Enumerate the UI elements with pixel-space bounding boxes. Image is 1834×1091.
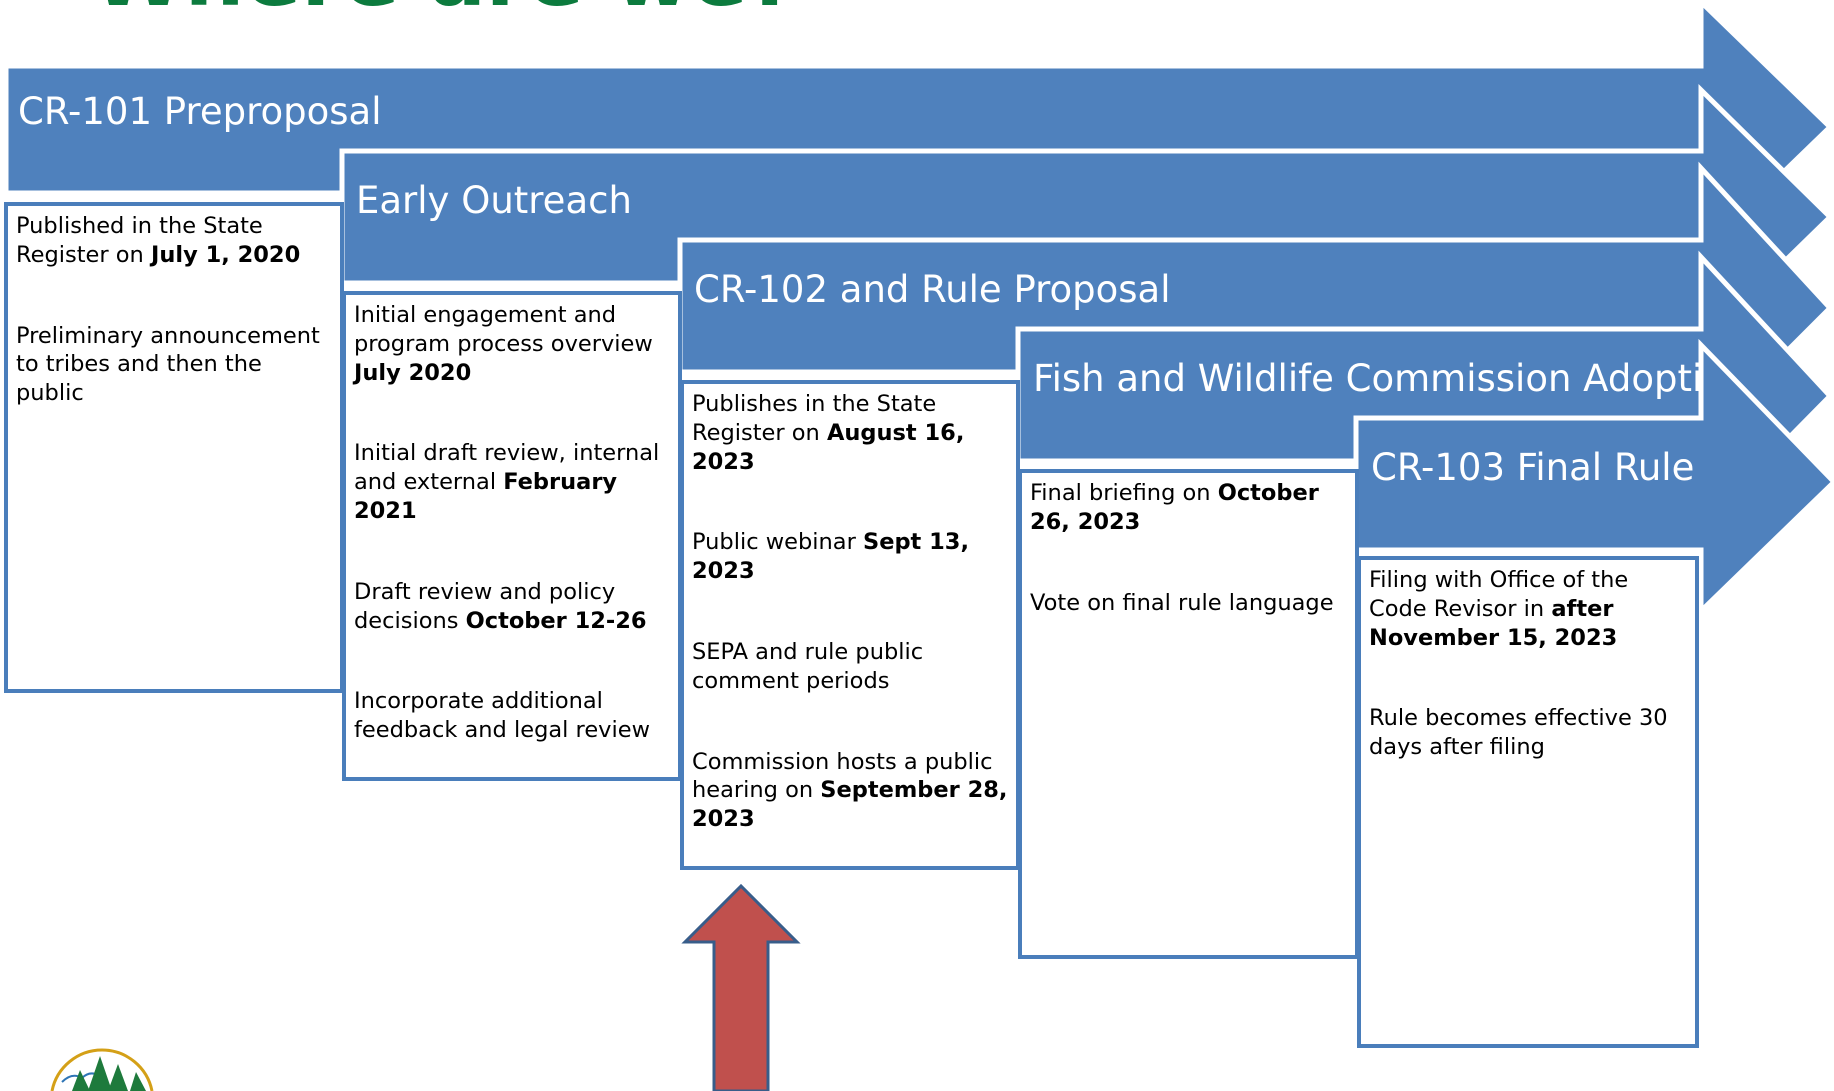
detail-item: Filing with Office of the Code Revisor i…: [1369, 567, 1629, 651]
step-details-commission-adoption: Final briefing on October 26, 2023 Vote …: [1018, 469, 1359, 959]
step-label-cr102: CR-102 and Rule Proposal: [694, 270, 1171, 311]
detail-item: Published in the State Register on July …: [16, 213, 301, 268]
detail-item: Rule becomes effective 30 days after fil…: [1369, 705, 1668, 761]
detail-item: Vote on final rule language: [1030, 589, 1334, 616]
detail-item: Initial draft review, internal and exter…: [354, 440, 660, 524]
detail-item: Final briefing on October 26, 2023: [1030, 480, 1319, 535]
step-details-cr102: Publishes in the State Register on Augus…: [680, 380, 1020, 870]
step-details-cr101: Published in the State Register on July …: [4, 202, 344, 693]
detail-item: Initial engagement and program process o…: [354, 302, 653, 386]
step-details-early-outreach: Initial engagement and program process o…: [342, 291, 682, 781]
detail-item: Publishes in the State Register on Augus…: [692, 391, 965, 475]
detail-item: Preliminary announcement to tribes and t…: [16, 322, 320, 407]
step-label-early-outreach: Early Outreach: [356, 181, 632, 222]
detail-item: Public webinar Sept 13, 2023: [692, 529, 970, 585]
page-title: Where are we?: [92, 0, 797, 18]
step-arrow-5-shape: [1353, 338, 1834, 617]
detail-item: Draft review and policy decisions Octobe…: [354, 578, 647, 634]
detail-item: Incorporate additional feedback and lega…: [354, 688, 650, 744]
step-label-commission-adoption: Fish and Wildlife Commission Adoption: [1033, 359, 1699, 400]
step-label-cr103: CR-103 Final Rule: [1371, 448, 1695, 489]
step-label-cr101: CR-101 Preproposal: [18, 92, 382, 133]
detail-item: Commission hosts a public hearing on Sep…: [692, 748, 1008, 833]
step-details-cr103: Filing with Office of the Code Revisor i…: [1357, 556, 1699, 1048]
detail-item: SEPA and rule public comment periods: [692, 638, 924, 694]
